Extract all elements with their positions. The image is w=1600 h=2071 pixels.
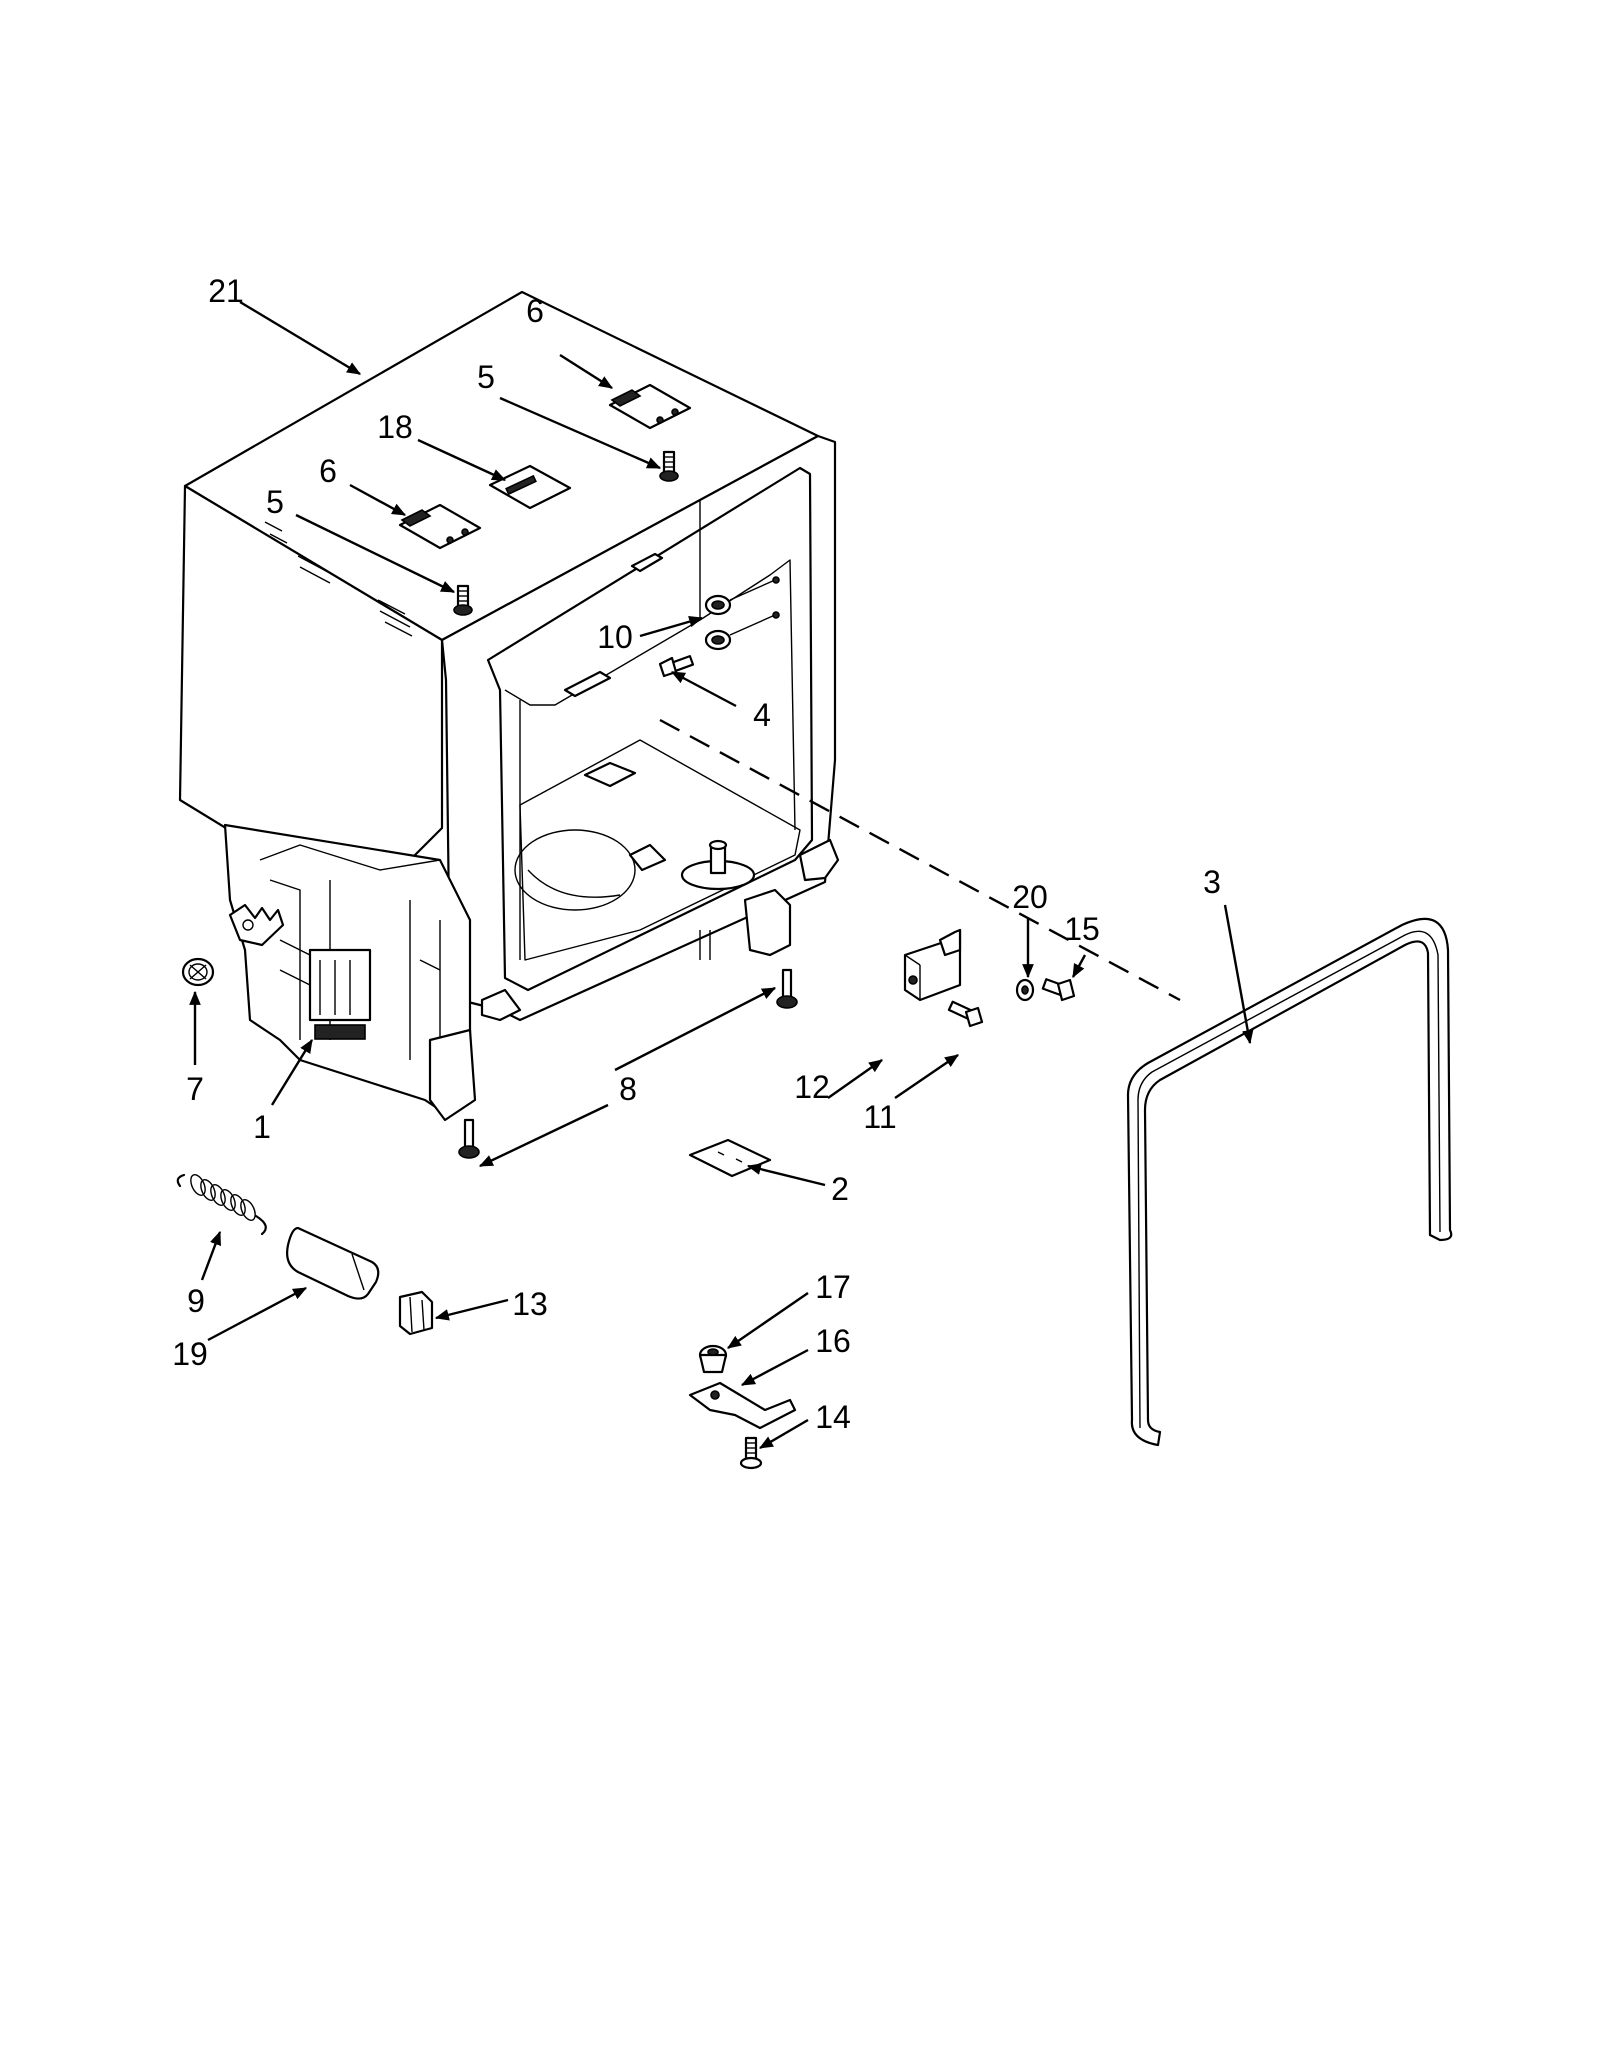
leg-bracket-right	[743, 888, 792, 957]
callout-18: 18	[377, 409, 413, 445]
tub-door-opening	[486, 466, 814, 992]
leveling-wheel	[181, 957, 215, 987]
door-rollers	[704, 576, 780, 651]
callout-15: 15	[1064, 911, 1100, 947]
strain-relief-bracket	[688, 1381, 797, 1430]
callout-7: 7	[186, 1071, 204, 1107]
washer	[1015, 978, 1035, 1002]
slide-bracket	[488, 464, 572, 510]
frame-hinge-block	[798, 838, 840, 882]
sump-opening	[514, 829, 636, 911]
callout-21: 21	[208, 273, 244, 309]
tub-floor	[519, 739, 801, 961]
door-gasket	[1126, 917, 1453, 1447]
callout-13: 13	[512, 1286, 548, 1322]
floor-label	[628, 843, 667, 872]
leveling-leg-right	[776, 968, 798, 1009]
callout-1: 1	[253, 1109, 271, 1145]
callout-14: 14	[815, 1399, 851, 1435]
callout-11: 11	[863, 1099, 896, 1135]
leveling-leg-left	[458, 1118, 480, 1159]
callout-9: 9	[187, 1283, 205, 1319]
callout-5-top: 5	[477, 359, 495, 395]
callout-5-left: 5	[266, 484, 284, 520]
callout-6-left: 6	[319, 453, 337, 489]
washer-screw	[1041, 978, 1076, 1002]
callout-19: 19	[172, 1336, 208, 1372]
terminal-block	[308, 948, 372, 1022]
bracket-screw	[947, 1000, 984, 1028]
door-spring	[176, 1173, 267, 1236]
callout-6-top: 6	[526, 293, 544, 329]
assembly-line	[659, 718, 1181, 1002]
callout-4: 4	[753, 697, 771, 733]
wire-clip	[698, 1344, 728, 1374]
leg-bracket-left	[428, 1028, 477, 1122]
rating-label	[688, 1138, 772, 1178]
callout-2: 2	[831, 1171, 849, 1207]
callout-17: 17	[815, 1269, 851, 1305]
insulation-marks	[264, 521, 413, 637]
callout-12: 12	[794, 1069, 830, 1105]
callout-16: 16	[815, 1323, 851, 1359]
hinge-plate-top	[608, 383, 692, 430]
hinge-plate-left	[398, 503, 482, 550]
hinge-cover	[286, 1226, 380, 1300]
floor-vent	[583, 761, 637, 788]
door-cushion	[398, 1290, 434, 1336]
top-vent	[630, 552, 664, 573]
callout-3: 3	[1203, 864, 1221, 900]
screw-top-right	[659, 450, 679, 482]
dishwasher-tub-assembly	[178, 290, 840, 1122]
callout-10: 10	[597, 619, 633, 655]
screw-top-left	[453, 584, 473, 616]
bracket-screw-bottom	[739, 1436, 763, 1470]
mounting-bracket	[903, 928, 962, 1002]
callout-20: 20	[1012, 879, 1048, 915]
leader-lines	[189, 300, 1254, 1450]
terminal-strip	[314, 1024, 366, 1040]
back-wall-vent	[563, 670, 612, 698]
base-rail-teeth	[228, 903, 285, 947]
callout-labels: 21 6 5 18 6 5 10 4 3 20 15 7 1 8 12 11 2…	[172, 273, 1221, 1435]
callout-8: 8	[619, 1071, 637, 1107]
